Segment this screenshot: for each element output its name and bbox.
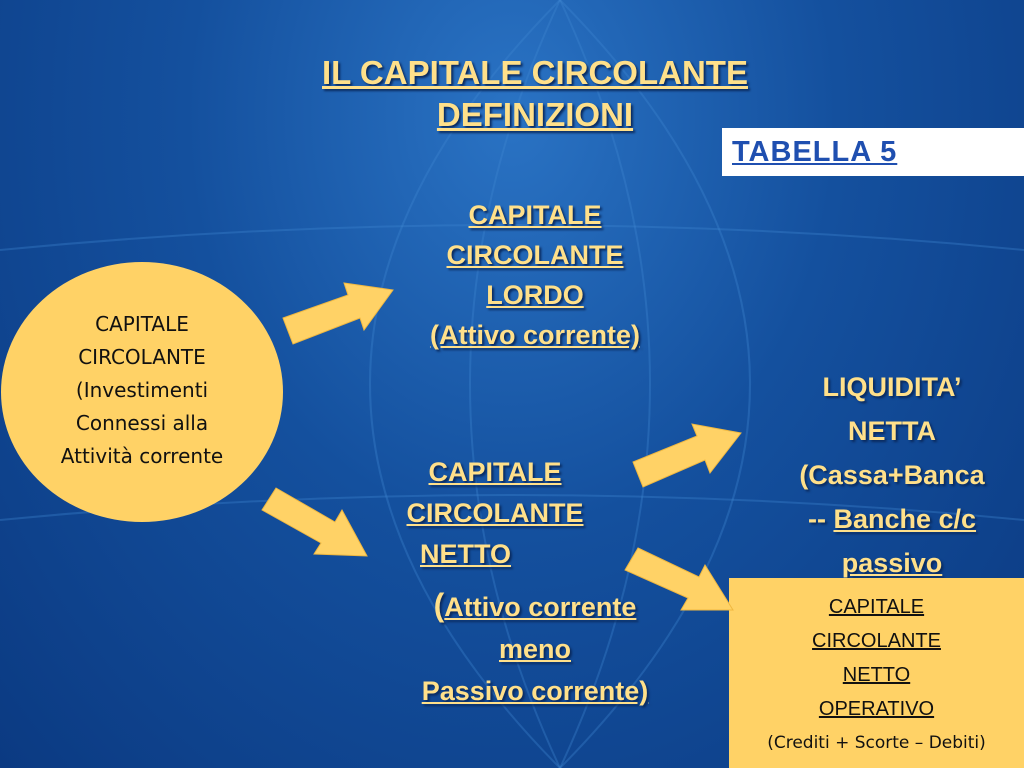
netto-definition: (Attivo corrente meno Passivo corrente) bbox=[380, 584, 690, 712]
arrow-to-operativo bbox=[624, 547, 734, 611]
lordo-line-1: CAPITALE bbox=[468, 200, 602, 230]
circle-line-3: (Investimenti bbox=[75, 378, 209, 402]
lordo-line-4: (Attivo corrente) bbox=[429, 320, 640, 350]
netto-line-2: CIRCOLANTE bbox=[406, 498, 584, 528]
circle-line-1: CAPITALE bbox=[95, 312, 189, 336]
capitale-circolante-circle: CAPITALE CIRCOLANTE (Investimenti Connes… bbox=[1, 262, 283, 522]
circle-line-5: Attività corrente bbox=[60, 444, 224, 468]
netto-sub-line-1: Attivo corrente bbox=[444, 592, 637, 622]
netto-sub-open: ( bbox=[433, 587, 445, 623]
netto-sub-line-2: meno bbox=[498, 634, 571, 664]
lordo-line-2: CIRCOLANTE bbox=[446, 240, 624, 270]
page-title: IL CAPITALE CIRCOLANTE DEFINIZIONI bbox=[220, 52, 850, 136]
liq-line-4: Banche c/c bbox=[833, 504, 977, 534]
operativo-line-4: OPERATIVO bbox=[818, 698, 935, 720]
netto-line-3: NETTO bbox=[420, 539, 512, 569]
capitale-circolante-lordo: CAPITALE CIRCOLANTE LORDO (Attivo corren… bbox=[385, 195, 685, 355]
arrow-to-netto bbox=[261, 487, 368, 557]
operativo-formula: (Crediti + Scorte – Debiti) bbox=[767, 733, 986, 753]
liq-line-4-prefix: -- bbox=[807, 504, 834, 534]
netto-line-1: CAPITALE bbox=[428, 457, 562, 487]
tabella-label: TABELLA 5 bbox=[722, 128, 1024, 176]
circle-line-2: CIRCOLANTE bbox=[78, 345, 206, 369]
liq-line-5: passivo bbox=[841, 548, 943, 578]
liq-line-2: NETTA bbox=[848, 416, 936, 446]
capitale-circolante-netto-operativo-box: CAPITALE CIRCOLANTE NETTO OPERATIVO (Cre… bbox=[729, 578, 1024, 768]
capitale-circolante-netto: CAPITALE CIRCOLANTE NETTO bbox=[360, 452, 630, 575]
lordo-line-3: LORDO bbox=[486, 280, 584, 310]
circle-line-4: Connessi alla bbox=[75, 411, 209, 435]
title-line-1: IL CAPITALE CIRCOLANTE bbox=[322, 54, 748, 91]
liq-line-1: LIQUIDITA’ bbox=[822, 372, 962, 402]
liquidita-netta: LIQUIDITA’ NETTA (Cassa+Banca -- Banche … bbox=[760, 365, 1024, 585]
operativo-line-1: CAPITALE bbox=[828, 596, 925, 618]
tabella-text: TABELLA 5 bbox=[732, 136, 898, 168]
arrow-to-lordo bbox=[282, 282, 394, 345]
arrow-to-liquidita bbox=[632, 423, 742, 488]
operativo-line-3: NETTO bbox=[842, 664, 911, 686]
netto-sub-line-3: Passivo corrente) bbox=[421, 676, 649, 706]
operativo-line-2: CIRCOLANTE bbox=[812, 630, 941, 652]
title-line-2: DEFINIZIONI bbox=[436, 96, 634, 133]
liq-line-3: (Cassa+Banca bbox=[799, 460, 985, 490]
